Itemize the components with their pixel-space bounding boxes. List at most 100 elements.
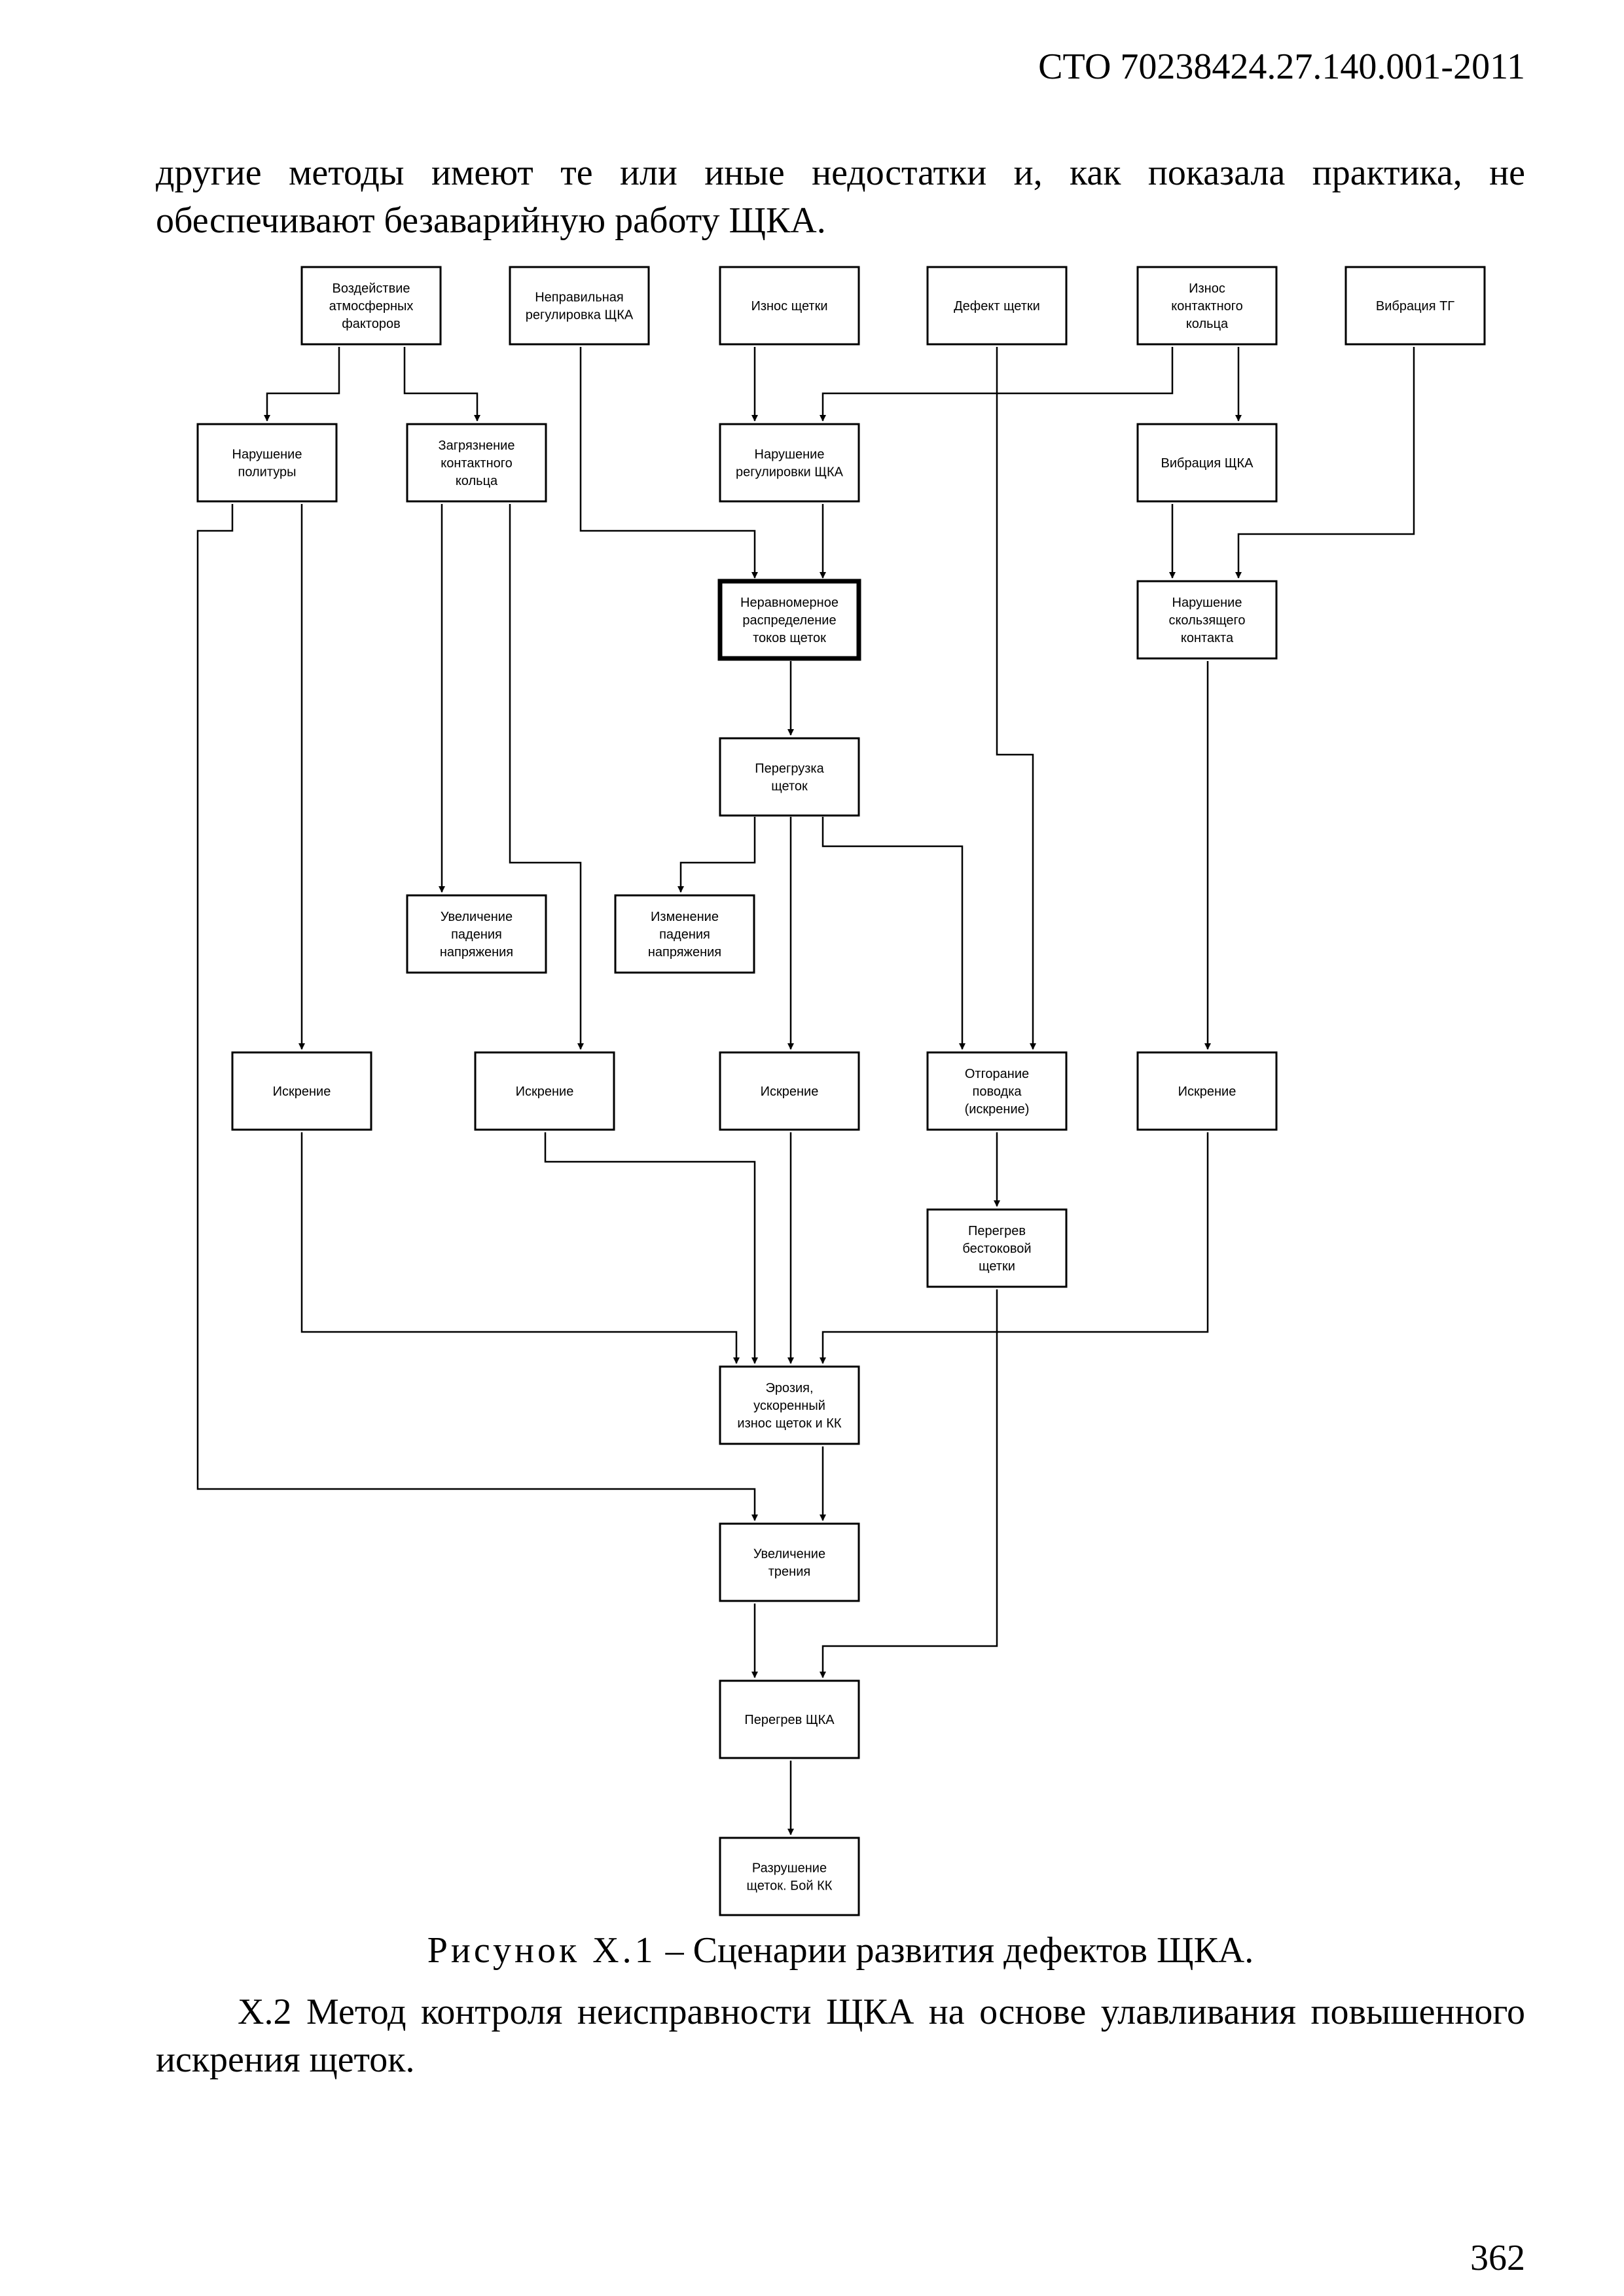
node-box [1136,1051,1278,1131]
node-label-line: Неравномерное [740,596,839,610]
section-paragraph: Х.2 Метод контроля неисправности ЩКА на … [156,1992,1525,2080]
figure-title: – Сценарии развития дефектов ЩКА. [665,1930,1254,1971]
figure-label: Рисунок Х.1 [427,1930,657,1971]
node-box [231,1051,372,1131]
node-box [719,1837,860,1916]
diagram-node: Искрение [474,1051,615,1131]
node-label-line: Искрение [1178,1085,1236,1099]
node-box [719,423,860,503]
diagram-node: Нарушение скользящего контакта [1136,580,1278,660]
node-label-line: износ щеток и КК [737,1416,842,1431]
diagram-node: Износ щетки [719,266,860,346]
diagram-node: Разрушение щеток. Бой КК [719,1837,860,1916]
node-label-line: Искрение [516,1085,574,1099]
node-label-line: токов щеток [753,631,826,645]
node-label-line: Разрушение [752,1861,827,1876]
node-label-line: ускоренный [753,1399,825,1413]
node-label-line: Искрение [273,1085,331,1099]
node-box [719,1522,860,1602]
node-label-line: Отгорание [965,1067,1029,1081]
node-label-line: Увеличение [441,910,513,924]
edge-n1-n8 [403,347,480,422]
node-label-line: контактного [1171,299,1242,314]
node-box [406,894,547,974]
connector-lines [196,347,1415,1835]
edge-n6-n12 [1235,347,1415,579]
diagram-node: Вибрация ЩКА [1136,423,1278,503]
node-label-line: Эрозия, [765,1381,813,1395]
node-box [719,1051,860,1131]
node-box [614,894,755,974]
node-label-line: Воздействие [332,281,410,296]
node-box [1136,266,1278,346]
node-box [926,266,1068,346]
node-box [719,266,860,346]
node-label-line: скользящего [1168,613,1245,628]
diagram-node: Дефект щетки [926,266,1068,346]
node-label-line: бестоковой [962,1242,1031,1256]
edge-n16-n22 [300,1132,740,1364]
edge-n1-n7 [264,347,340,422]
node-label-line: контакта [1181,631,1234,645]
node-box [719,1679,860,1759]
node-label-line: Износ [1189,281,1225,296]
node-label-line: Изменение [651,910,719,924]
node-box [719,1365,860,1445]
edge-n8-n17 [509,504,584,1050]
node-label-line: Нарушение [755,448,825,462]
node-label-line: падения [659,927,710,942]
node-label-line: контактного [441,456,512,471]
diagram-node: Искрение [1136,1051,1278,1131]
node-label-line: Перегрев ЩКА [744,1713,835,1727]
diagram-node: Искрение [231,1051,372,1131]
node-box [474,1051,615,1131]
intro-paragraph: другие методы имеют те или иные недостат… [156,152,1525,241]
node-label-line: щетки [979,1259,1015,1274]
node-box [926,1208,1068,1288]
node-label-line: кольца [1186,317,1229,331]
edge-n2-n11 [579,347,758,579]
node-label-line: регулировка ЩКА [526,308,634,323]
node-label-line: Дефект щетки [954,299,1040,314]
diagram-node: Перегрев ЩКА [719,1679,860,1759]
node-box [719,737,860,817]
diagram-node: Загрязнение контактного кольца [406,423,547,503]
figure-caption: Рисунок Х.1 – Сценарии развития дефектов… [156,1929,1525,1971]
node-label-line: Перегрузка [755,762,824,776]
node-label-line: щеток [771,780,808,794]
edge-n5-n9 [820,347,1174,422]
node-label-line: Вибрация ЩКА [1161,456,1254,471]
edge-n13-n15 [677,817,756,893]
node-label-line: падения [451,927,502,942]
diagram-node: Износ контактного кольца [1136,266,1278,346]
node-label-line: напряжения [440,945,513,960]
node-label-line: Искрение [761,1085,819,1099]
node-label-line: регулировки ЩКА [736,465,844,480]
diagram-node: Увеличение падения напряжения [406,894,547,974]
node-label-line: Загрязнение [439,439,515,453]
node-box [1136,580,1278,660]
diagram-node: Эрозия, ускоренный износ щеток и КК [719,1365,860,1445]
diagram-node: Нарушение регулировки ЩКА [719,423,860,503]
edge-n13-n19 [821,817,965,1050]
node-label-line: кольца [456,474,498,488]
node-label-line: распределение [742,613,836,628]
document-code: СТО 70238424.27.140.001-2011 [1038,46,1525,87]
node-label-line: Нарушение [1172,596,1242,610]
node-label-line: факторов [342,317,400,331]
node-box [406,423,547,503]
node-box [196,423,338,503]
edge-n21-n24 [820,1289,998,1678]
node-label-line: Увеличение [753,1547,825,1562]
node-label-line: щеток. Бой КК [747,1879,833,1893]
node-box [926,1051,1068,1131]
page-number: 362 [1470,2238,1525,2278]
node-label-line: трения [768,1565,810,1579]
node-box [1136,423,1278,503]
